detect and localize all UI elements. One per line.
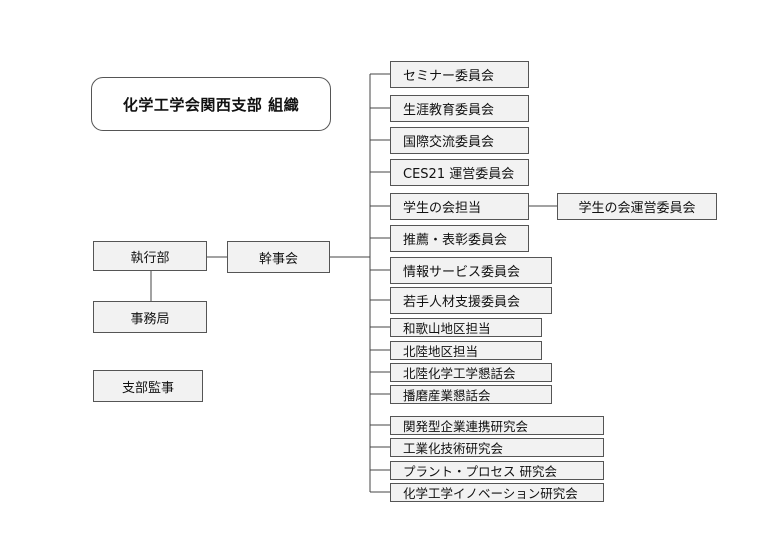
- committee-international: 国際交流委員会: [390, 127, 529, 154]
- committee-seminar: セミナー委員会: [390, 61, 529, 88]
- node-board: 幹事会: [227, 241, 330, 273]
- committee-student: 学生の会担当: [390, 193, 529, 220]
- committee-plant-process-research: プラント・プロセス 研究会: [390, 461, 604, 480]
- committee-harima-forum: 播磨産業懇話会: [390, 385, 552, 404]
- committee-info-service: 情報サービス委員会: [390, 257, 552, 284]
- committee-lifelong-education: 生涯教育委員会: [390, 95, 529, 122]
- node-executive: 執行部: [93, 241, 207, 271]
- committee-hokuriku-forum: 北陸化学工学懇話会: [390, 363, 552, 382]
- node-auditor: 支部監事: [93, 370, 203, 402]
- node-student-sub: 学生の会運営委員会: [557, 193, 717, 220]
- committee-hokuriku: 北陸地区担当: [390, 341, 542, 360]
- chart-title: 化学工学会関西支部 組織: [91, 77, 331, 131]
- committee-wakayama: 和歌山地区担当: [390, 318, 542, 337]
- node-secretariat: 事務局: [93, 301, 207, 333]
- committee-young-talent: 若手人材支援委員会: [390, 287, 552, 314]
- committee-ces21: CES21 運営委員会: [390, 159, 529, 186]
- committee-corporate-research: 関発型企業連携研究会: [390, 416, 604, 435]
- committee-industrialization-research: 工業化技術研究会: [390, 438, 604, 457]
- committee-innovation-research: 化学工学イノベーション研究会: [390, 483, 604, 502]
- committee-awards: 推薦・表彰委員会: [390, 225, 529, 252]
